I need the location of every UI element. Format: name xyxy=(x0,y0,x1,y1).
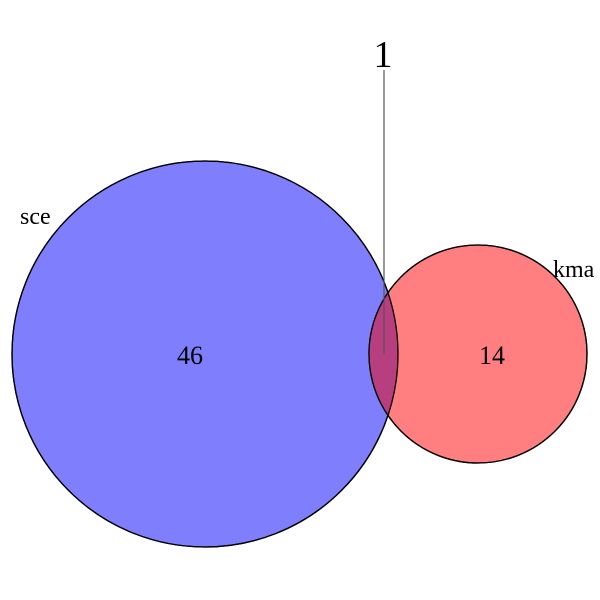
count-label-kma-only: 14 xyxy=(479,341,505,370)
count-label-sce-only: 46 xyxy=(177,341,203,370)
count-label-intersection: 1 xyxy=(374,34,393,76)
set-circle-sce xyxy=(11,160,399,548)
set-outline-sce xyxy=(11,160,399,548)
set-label-kma: kma xyxy=(553,257,595,283)
set-label-sce: sce xyxy=(20,204,51,230)
set-outline-kma xyxy=(368,244,588,464)
